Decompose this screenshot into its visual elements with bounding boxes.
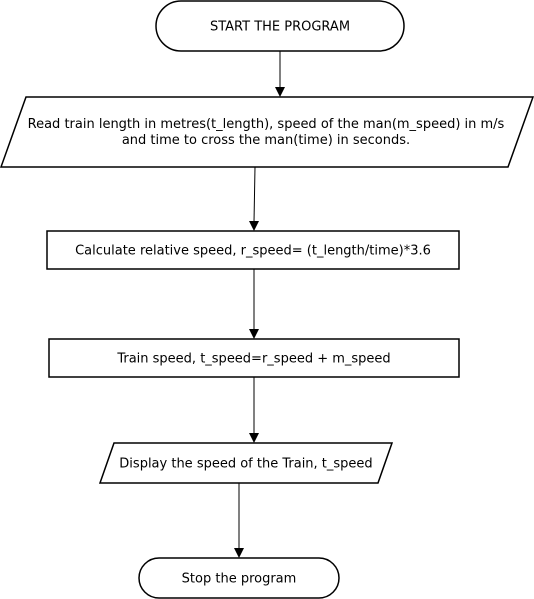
stop-label: Stop the program xyxy=(182,572,297,587)
edge-calc-to-trainspeed xyxy=(249,269,259,339)
stop-terminator: Stop the program xyxy=(138,557,340,599)
calc-relative-speed-process: Calculate relative speed, r_speed= (t_le… xyxy=(46,230,460,270)
display-output-parallelogram: Display the speed of the Train, t_speed xyxy=(98,442,394,484)
train-speed-label: Train speed, t_speed=r_speed + m_speed xyxy=(116,352,390,367)
edge-trainspeed-to-display xyxy=(249,377,259,443)
start-terminator: START THE PROGRAM xyxy=(155,0,405,52)
train-speed-process: Train speed, t_speed=r_speed + m_speed xyxy=(48,338,460,378)
display-output-label: Display the speed of the Train, t_speed xyxy=(119,457,372,472)
read-input-line-2: and time to cross the man(time) in secon… xyxy=(122,133,410,148)
read-input-line-1: Read train length in metres(t_length), s… xyxy=(28,117,505,132)
calc-relative-speed-label: Calculate relative speed, r_speed= (t_le… xyxy=(75,244,431,259)
edge-read-to-calc xyxy=(249,166,259,231)
edge-display-to-stop xyxy=(234,483,244,558)
start-label: START THE PROGRAM xyxy=(210,20,350,35)
read-input-parallelogram: Read train length in metres(t_length), s… xyxy=(0,96,534,168)
edge-start-to-read xyxy=(275,51,285,97)
